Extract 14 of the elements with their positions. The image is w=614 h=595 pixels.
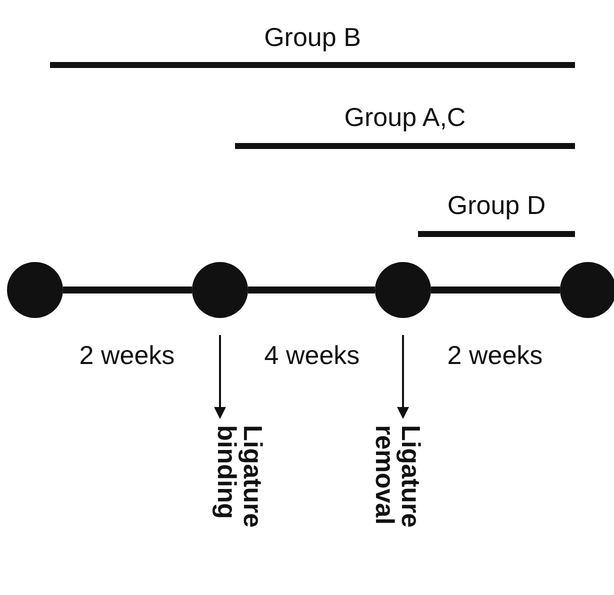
duration-label: 2 weeks <box>446 340 544 371</box>
timeline-segment <box>248 286 375 294</box>
timeline-segment <box>63 286 192 294</box>
arrow <box>397 335 409 419</box>
group-label: Group D <box>446 190 547 221</box>
timeline-segment <box>431 286 560 294</box>
arrow <box>214 335 226 419</box>
duration-label: 2 weeks <box>78 340 176 371</box>
duration-label: 4 weeks <box>263 340 361 371</box>
event-label: Ligature removal <box>372 425 424 595</box>
group-label: Group A,C <box>343 102 467 133</box>
event-label: Ligature binding <box>214 425 266 595</box>
group-label: Group B <box>263 22 362 53</box>
timepoint-circle <box>560 262 614 318</box>
